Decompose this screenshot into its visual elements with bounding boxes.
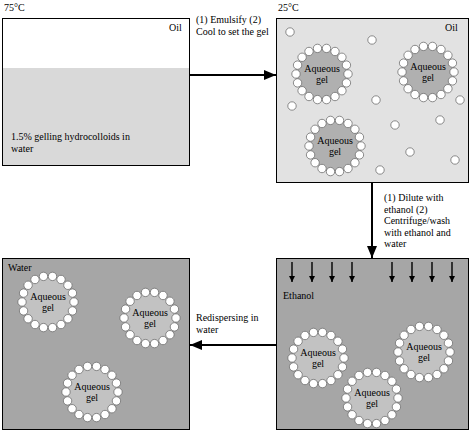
water-phase bbox=[2, 68, 190, 166]
oil-phase bbox=[276, 18, 469, 183]
ethanol-phase bbox=[276, 258, 469, 430]
gel-droplet: Aqueous gel bbox=[286, 326, 350, 390]
droplet-label: Aqueous gel bbox=[340, 387, 404, 409]
droplet-label: Aqueous gel bbox=[118, 307, 182, 329]
gel-droplet: Aqueous gel bbox=[290, 42, 354, 106]
oil-phase bbox=[2, 18, 190, 68]
phase-panel: WaterAqueous gelAqueous gelAqueous gel bbox=[2, 258, 190, 430]
phase-label: 1.5% gelling hydrocolloids in water bbox=[11, 131, 133, 154]
phase-panel: EthanolAqueous gelAqueous gelAqueous gel bbox=[276, 258, 469, 430]
droplet-label: Aqueous gel bbox=[290, 63, 354, 85]
phase-label: Water bbox=[8, 262, 48, 274]
free-particles bbox=[286, 28, 464, 174]
phase-panel: Oil 1.5% gelling hydrocolloids in water bbox=[2, 18, 190, 166]
process-arrow bbox=[190, 344, 276, 346]
step-label: (1) Emulsify (2) Cool to set the gel bbox=[196, 14, 274, 37]
droplet-label: Aqueous gel bbox=[392, 341, 456, 363]
process-arrow bbox=[371, 183, 373, 258]
droplet-label: Aqueous gel bbox=[396, 61, 460, 83]
phase-label: Oil bbox=[445, 22, 467, 34]
gel-droplet: Aqueous gel bbox=[303, 114, 367, 178]
process-arrow bbox=[190, 74, 276, 76]
dilution-arrows bbox=[292, 262, 452, 282]
droplet-label: Aqueous gel bbox=[303, 135, 367, 157]
temperature-label: 75°C bbox=[4, 2, 25, 14]
gel-droplet: Aqueous gel bbox=[392, 320, 456, 384]
phase-panel: OilAqueous gelAqueous gelAqueous gel bbox=[276, 18, 469, 183]
gel-droplet: Aqueous gel bbox=[118, 286, 182, 350]
gel-droplet: Aqueous gel bbox=[60, 360, 124, 424]
step-label: (1) Dilute with ethanol (2) Centrifuge/w… bbox=[384, 192, 468, 250]
step-label: Redispersing in water bbox=[196, 312, 274, 335]
gel-droplet: Aqueous gel bbox=[396, 40, 460, 104]
temperature-label: 25°C bbox=[278, 2, 299, 14]
gel-droplet: Aqueous gel bbox=[16, 270, 80, 334]
phase-label: Oil bbox=[169, 22, 189, 34]
droplet-label: Aqueous gel bbox=[16, 291, 80, 313]
droplet-label: Aqueous gel bbox=[286, 347, 350, 369]
phase-label: Ethanol bbox=[283, 290, 327, 302]
water-phase bbox=[2, 258, 190, 430]
droplet-label: Aqueous gel bbox=[60, 381, 124, 403]
gel-droplet: Aqueous gel bbox=[340, 366, 404, 430]
